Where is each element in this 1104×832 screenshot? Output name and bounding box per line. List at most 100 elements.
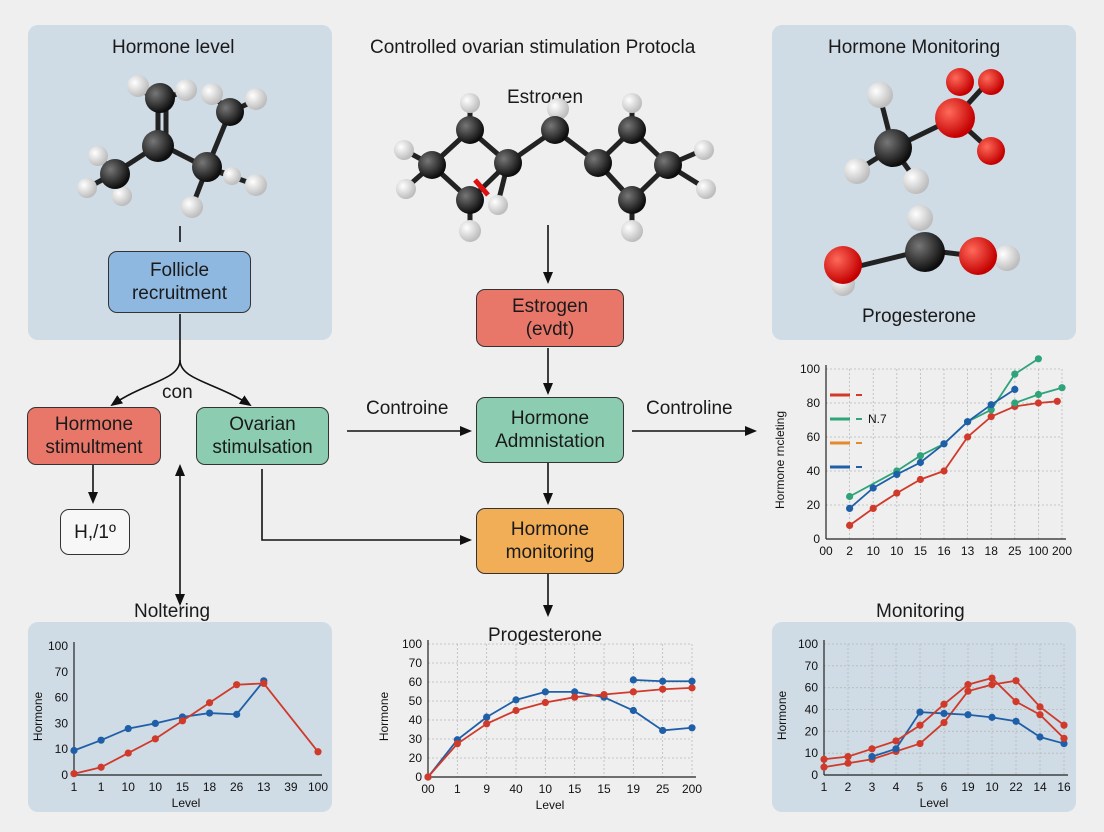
x-tick-label: 5 (917, 780, 924, 794)
x-tick-label: 1 (98, 780, 105, 794)
estrogen-molecule-icon (394, 93, 716, 242)
x-tick-label: 39 (284, 780, 298, 794)
data-point (97, 763, 105, 771)
data-point (940, 709, 948, 718)
x-tick-label: 16 (937, 544, 951, 558)
x-tick-label: 15 (568, 782, 582, 796)
series-line (849, 400, 1058, 527)
x-tick-label: 18 (985, 544, 999, 558)
progesterone-molecule-label: Progesterone (862, 306, 977, 327)
data-point (571, 693, 579, 701)
data-point (1034, 355, 1042, 363)
data-point (844, 753, 852, 761)
x-tick-label: 15 (597, 782, 611, 796)
estrogen-evdt-node[interactable]: Estrogen(evdt) (476, 289, 624, 347)
data-point (916, 739, 924, 748)
x-axis-label: Level (920, 796, 949, 810)
x-tick-label: 25 (656, 782, 670, 796)
data-point (964, 687, 972, 695)
data-point (846, 521, 854, 529)
data-point (916, 452, 924, 460)
data-point (453, 740, 461, 748)
y-tick-label: 0 (813, 532, 820, 546)
progesterone-molecule-icon (824, 205, 1020, 296)
data-point (1011, 385, 1019, 393)
x-tick-label: 19 (961, 780, 975, 794)
data-point (659, 677, 667, 685)
x-tick-label: 3 (869, 780, 876, 794)
flow-connectors (88, 225, 757, 617)
y-tick-label: 30 (409, 732, 423, 746)
y-tick-label: 80 (807, 396, 821, 410)
y-tick-label: 0 (415, 770, 422, 784)
progesterone-chart-title: Progesterone (488, 625, 603, 646)
y-tick-label: 10 (805, 746, 819, 760)
y-axis-label: Hormone (31, 692, 45, 742)
series-line (73, 680, 265, 752)
data-point (892, 737, 900, 745)
x-tick-label: 1 (454, 782, 461, 796)
x-tick-label: 100 (308, 780, 328, 794)
y-tick-label: 70 (409, 656, 423, 670)
x-tick-label: 10 (539, 782, 553, 796)
data-point (205, 699, 214, 707)
x-tick-label: 26 (230, 780, 244, 794)
x-tick-label: 1 (71, 780, 78, 794)
h-ratio-node[interactable]: H,/1º (60, 509, 130, 555)
y-tick-label: 40 (409, 713, 423, 727)
data-point (1060, 739, 1068, 748)
data-point (964, 433, 972, 441)
x-tick-label: 10 (867, 544, 881, 558)
x-tick-label: 13 (961, 544, 975, 558)
data-point (988, 713, 996, 721)
noltering-label: Noltering (134, 601, 211, 622)
data-point (1034, 390, 1042, 399)
data-point (97, 736, 105, 744)
data-point (869, 484, 877, 492)
data-point (629, 688, 637, 696)
data-point (512, 706, 520, 715)
x-tick-label: 4 (893, 780, 900, 794)
x-tick-label: 100 (1028, 544, 1048, 558)
data-point (1036, 703, 1044, 711)
x-tick-label: 200 (1052, 544, 1072, 558)
x-tick-label: 00 (819, 544, 833, 558)
data-point (260, 679, 268, 688)
y-tick-label: 70 (55, 665, 69, 679)
series-line (427, 690, 693, 778)
data-point (964, 711, 972, 719)
data-point (541, 698, 549, 707)
data-point (916, 708, 924, 716)
data-point (846, 492, 854, 501)
data-point (1058, 384, 1066, 392)
y-tick-label: 100 (402, 637, 422, 651)
data-point (1060, 721, 1068, 729)
data-point (988, 681, 996, 689)
data-point (151, 719, 159, 727)
data-point (314, 748, 322, 756)
data-point (688, 684, 696, 692)
x-tick-label: 9 (483, 782, 490, 796)
monitoring-chart-title: Monitoring (876, 601, 965, 622)
data-point (868, 753, 876, 761)
data-point (1053, 397, 1061, 405)
data-point (868, 745, 876, 753)
series-line (823, 677, 1065, 761)
y-tick-label: 60 (805, 681, 819, 695)
y-tick-label: 70 (805, 659, 819, 673)
y-tick-label: 50 (409, 694, 423, 708)
data-point (1012, 677, 1020, 685)
protocol-title: Controlled ovarian stimulation Protocla (370, 37, 696, 58)
data-point (892, 745, 900, 753)
y-axis-label: Hormone (377, 692, 391, 742)
y-tick-label: 60 (807, 430, 821, 444)
data-point (688, 677, 696, 685)
data-point (205, 709, 214, 717)
data-point (483, 713, 491, 721)
